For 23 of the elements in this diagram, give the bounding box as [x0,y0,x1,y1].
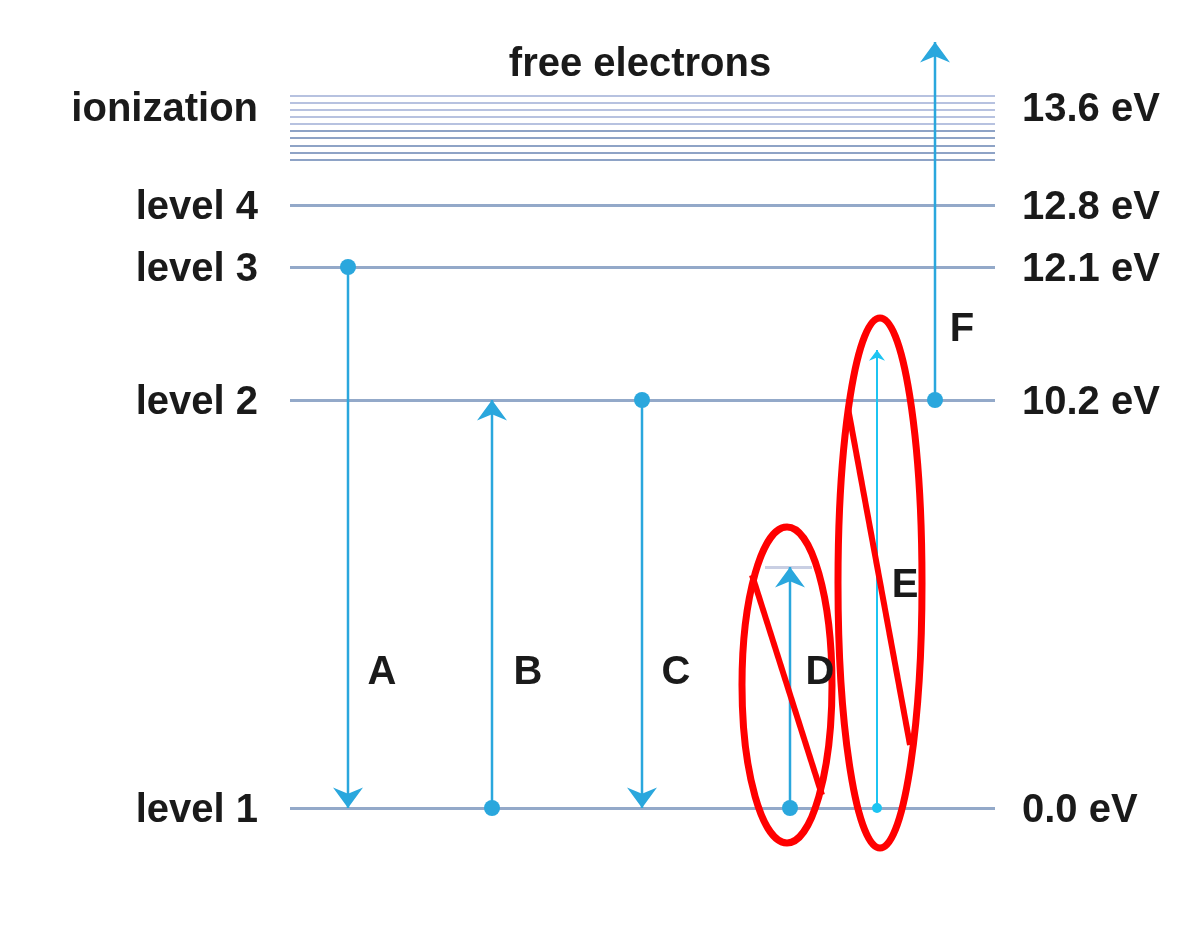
transition-arrow [920,42,950,408]
energy-value: 12.1 eV [1022,245,1160,289]
level-name: level 3 [135,245,258,289]
energy-value: 0.0 eV [1022,786,1138,830]
level-name: level 2 [135,378,258,422]
energy-value: 10.2 eV [1022,378,1160,422]
level-name: level 1 [135,786,258,830]
target-level-line [765,565,812,569]
edge-label: E [891,561,919,605]
energy-value: 13.6 eV [1022,85,1160,129]
energy-value: 12.8 eV [1022,183,1160,227]
edge-label: B [513,648,543,692]
transition-arrow [333,259,363,808]
level-name: ionization [71,85,258,129]
edge-label: F [949,305,975,349]
transition-arrow [477,400,507,816]
transition-arrow [869,349,885,813]
edge-label: A [367,648,397,692]
region-label: free electrons [508,40,772,84]
transition-arrow [627,392,657,808]
transition-arrow [775,567,805,816]
level-name: level 4 [135,183,258,227]
edge-label: C [661,648,691,692]
